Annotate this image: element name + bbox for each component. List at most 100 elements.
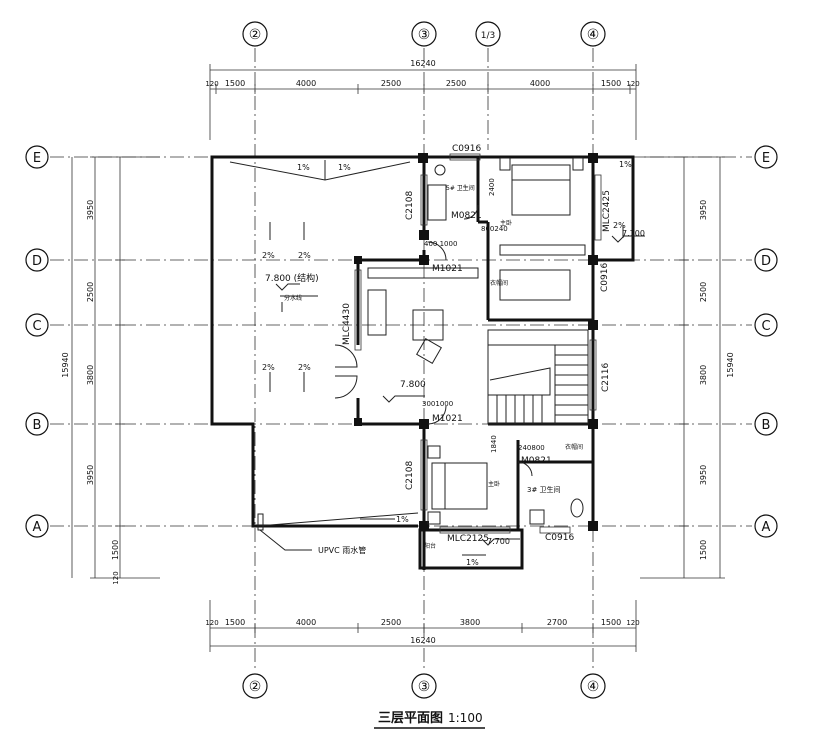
dim-value: 3800	[86, 365, 95, 385]
room-label: 衣帽间	[490, 279, 508, 287]
dimension-top: 16240 120 1500 4000 2500 2500 4000 1500 …	[205, 59, 640, 140]
door-swing	[427, 241, 447, 261]
column	[419, 255, 429, 265]
title-text: 三层平面图	[378, 711, 443, 726]
bed	[431, 462, 488, 510]
grid-bubbles-right: E D C B A	[754, 145, 778, 538]
grid-bubble	[754, 248, 778, 272]
dim-label: 3001000	[422, 400, 453, 408]
window-label: MLC2425	[602, 190, 612, 232]
scale-text: 1:100	[448, 711, 483, 725]
columns	[354, 153, 598, 531]
bathtub	[427, 184, 447, 221]
grid-bubble	[754, 145, 778, 169]
slope-label: 1%	[466, 558, 479, 567]
grid-bubble	[754, 313, 778, 337]
door-label: M0821	[521, 456, 552, 466]
windows	[354, 153, 602, 534]
bed	[511, 164, 571, 216]
elevation-label: 7.800	[400, 380, 426, 390]
window-label: C2116	[601, 363, 611, 392]
dim-value: 1500	[225, 79, 245, 88]
drawing-title: 三层平面图 1:100	[374, 711, 485, 729]
stair	[487, 329, 589, 425]
dim-overall: 16240	[410, 59, 435, 68]
grid-bubble	[242, 673, 268, 699]
dim-value: 4000	[296, 79, 316, 88]
wardrobe	[499, 269, 571, 301]
window-label: C2108	[405, 191, 415, 220]
dim-value: 4000	[530, 79, 550, 88]
grid-bubble	[580, 673, 606, 699]
grid-bubble	[25, 313, 49, 337]
window	[439, 526, 511, 534]
grid-bubble	[754, 514, 778, 538]
grid-bubbles-left: E D C B A	[25, 145, 49, 538]
column	[588, 521, 598, 531]
dim-label: 1840	[490, 435, 498, 453]
nightstand	[572, 157, 584, 171]
dim-value: 1500	[601, 618, 621, 627]
dim-value: 3800	[699, 365, 708, 385]
grid-label: ③	[418, 27, 431, 43]
elevation-label: 7.800 (结构)	[265, 272, 319, 284]
doors	[334, 204, 533, 477]
dim-value: 1500	[225, 618, 245, 627]
furniture	[367, 157, 586, 525]
walls	[210, 155, 635, 570]
annotations: C0916 C2108 M0821 2400 800240 400 1000 M…	[262, 144, 645, 567]
slope-label: 2%	[262, 251, 275, 260]
grid-label: B	[762, 418, 771, 433]
dim-label: 400 1000	[424, 240, 457, 248]
grid-label: ④	[587, 27, 600, 43]
column	[588, 320, 598, 330]
door-swing	[334, 375, 358, 399]
window	[420, 439, 428, 511]
grid-bubble	[411, 673, 437, 699]
dimension-left: 3950 2500 3800 3950 1500 120 15940	[61, 156, 160, 585]
slope-label: 2%	[262, 363, 275, 372]
slope-label: 1%	[619, 160, 632, 169]
door-label: M1021	[432, 414, 463, 424]
dim-overall: 16240	[410, 636, 435, 645]
dim-label: 800240	[481, 225, 508, 233]
column	[588, 153, 598, 163]
door-label: M1021	[432, 264, 463, 274]
dim-value: 3950	[699, 465, 708, 485]
grid-bubble	[25, 412, 49, 436]
grid-label: ④	[587, 679, 600, 695]
room-label: 衣帽间	[565, 443, 583, 451]
grid-label: C	[32, 319, 41, 334]
dim-value: 4000	[296, 618, 316, 627]
elevation-marks	[275, 235, 645, 546]
column	[418, 153, 428, 163]
dim-value: 120	[205, 619, 218, 627]
grid-axes	[50, 48, 752, 672]
dim-value: 3800	[460, 618, 480, 627]
window	[354, 269, 362, 351]
window-label: C0916	[545, 533, 574, 543]
grid-label: B	[33, 418, 42, 433]
window-label: MLC2125	[447, 534, 489, 544]
column	[588, 255, 598, 265]
window-label: MLC4430	[342, 303, 352, 345]
grid-label: A	[762, 520, 771, 535]
door-swing	[427, 405, 447, 425]
slope-label: 1%	[338, 163, 351, 172]
grid-label: D	[761, 254, 771, 269]
door-swing	[517, 461, 533, 477]
slope-label: 2%	[298, 251, 311, 260]
grid-bubbles-bottom: ② ③ ④	[242, 673, 606, 699]
dim-value: 3950	[699, 200, 708, 220]
grid-label: 1/3	[481, 31, 495, 41]
grid-label: E	[33, 151, 41, 166]
dim-overall: 15940	[726, 352, 735, 377]
window-label: C0916	[600, 263, 610, 292]
slope-label: 2%	[613, 221, 626, 230]
dim-overall: 15940	[61, 352, 70, 377]
dim-value: 1500	[111, 540, 120, 560]
sofa	[367, 267, 479, 279]
window-label: C0916	[452, 144, 481, 154]
grid-bubble	[475, 21, 501, 47]
dim-label: 240800	[518, 444, 545, 452]
